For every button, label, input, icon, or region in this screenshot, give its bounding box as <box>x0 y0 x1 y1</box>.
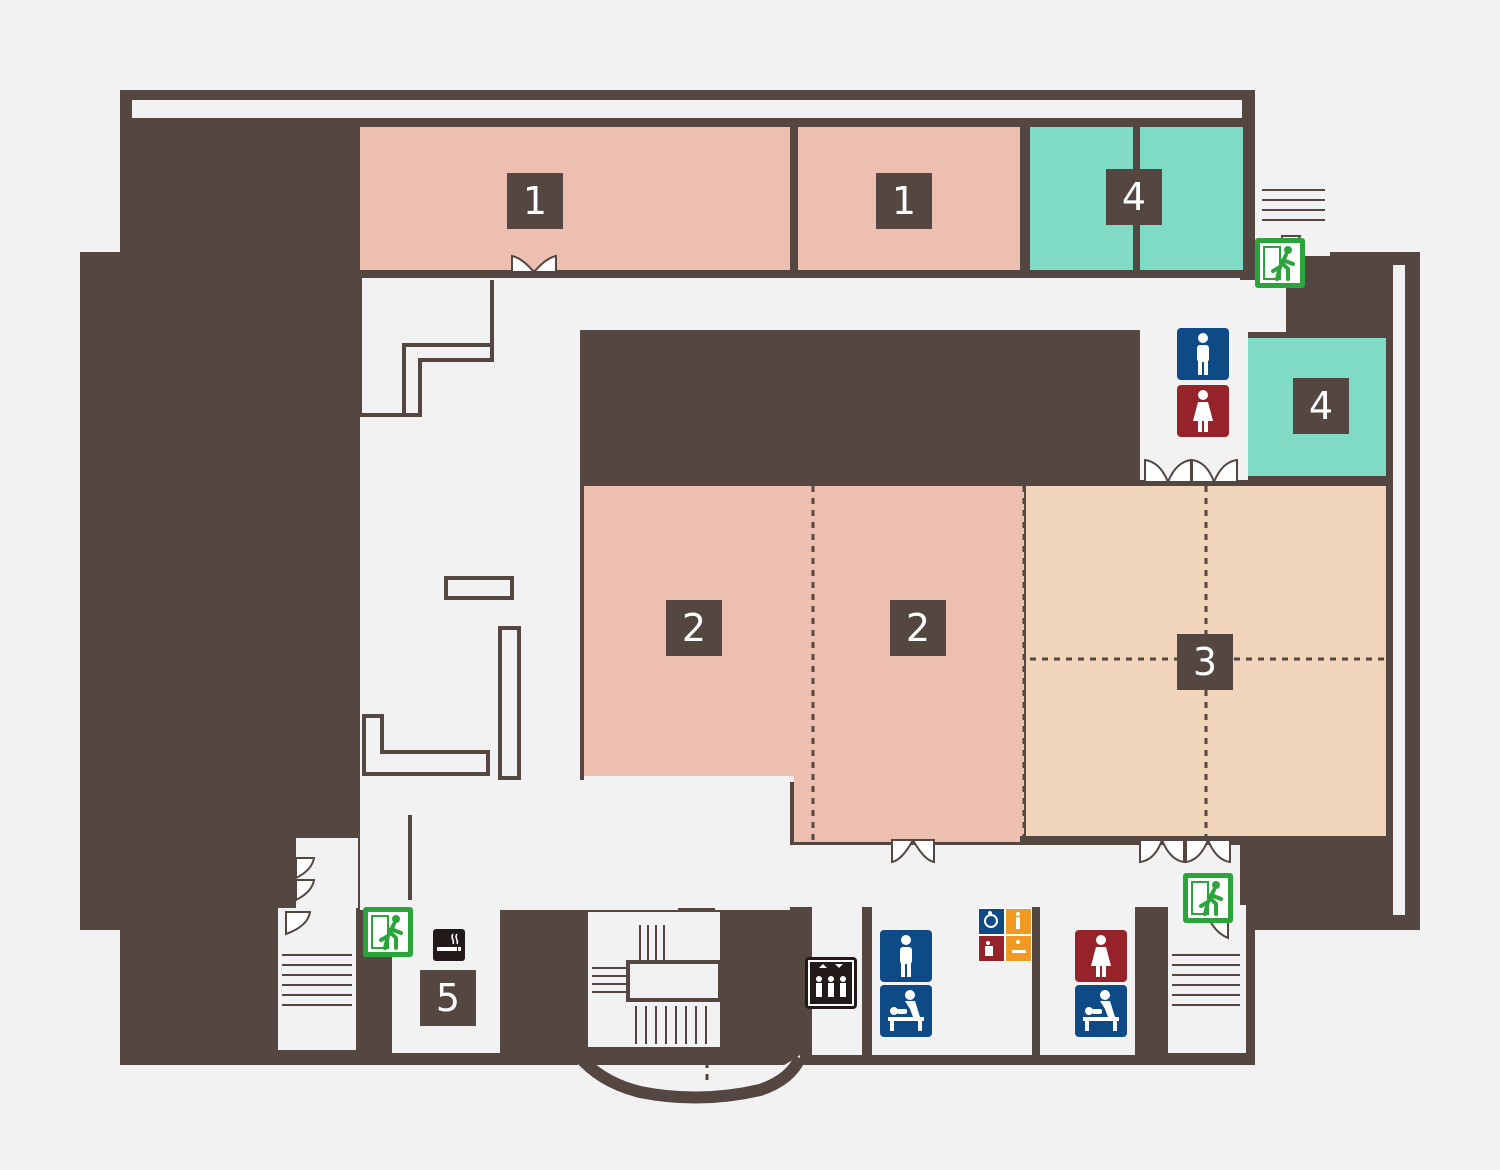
emergency-exit-icon <box>1255 238 1305 288</box>
female-restroom-icon <box>1177 385 1229 437</box>
room-labels: 1 1 4 4 2 2 3 5 <box>420 169 1349 1026</box>
male-restroom-icon <box>880 930 932 982</box>
room-3-label[interactable]: 3 <box>1177 634 1233 690</box>
svg-text:2: 2 <box>906 606 930 650</box>
svg-text:1: 1 <box>892 179 916 223</box>
svg-text:5: 5 <box>436 976 460 1020</box>
emergency-exit-icon <box>1183 873 1233 923</box>
room-2-a-lower <box>794 776 810 842</box>
emergency-exit-icon <box>363 907 413 957</box>
room-1-b-label[interactable]: 1 <box>876 173 932 229</box>
room-1-a-area <box>360 127 790 270</box>
multipurpose-restroom-icon <box>978 908 1032 962</box>
partition-lines <box>705 486 1386 1085</box>
baby-changing-icon <box>880 985 932 1037</box>
baby-changing-icon <box>1075 985 1127 1037</box>
svg-text:1: 1 <box>523 179 547 223</box>
elevator-icon <box>805 957 857 1009</box>
svg-text:4: 4 <box>1309 384 1333 428</box>
smoking-area-icon <box>433 929 465 961</box>
room-4-a-label[interactable]: 4 <box>1106 169 1162 225</box>
stairs <box>282 189 1325 1044</box>
room-2-b-label[interactable]: 2 <box>890 600 946 656</box>
room-1-a-label[interactable]: 1 <box>507 173 563 229</box>
room-5-label[interactable]: 5 <box>420 970 476 1026</box>
female-restroom-icon <box>1075 930 1127 982</box>
lobby-fixtures <box>358 278 722 1002</box>
male-restroom-icon <box>1177 328 1229 380</box>
svg-text:2: 2 <box>682 606 706 650</box>
doors <box>285 235 1302 940</box>
svg-text:3: 3 <box>1193 640 1217 684</box>
room-2-b-area <box>794 486 1024 842</box>
room-4-b-label[interactable]: 4 <box>1293 378 1349 434</box>
room-2-a-label[interactable]: 2 <box>666 600 722 656</box>
facility-icons <box>363 238 1305 1037</box>
svg-text:4: 4 <box>1122 175 1146 219</box>
